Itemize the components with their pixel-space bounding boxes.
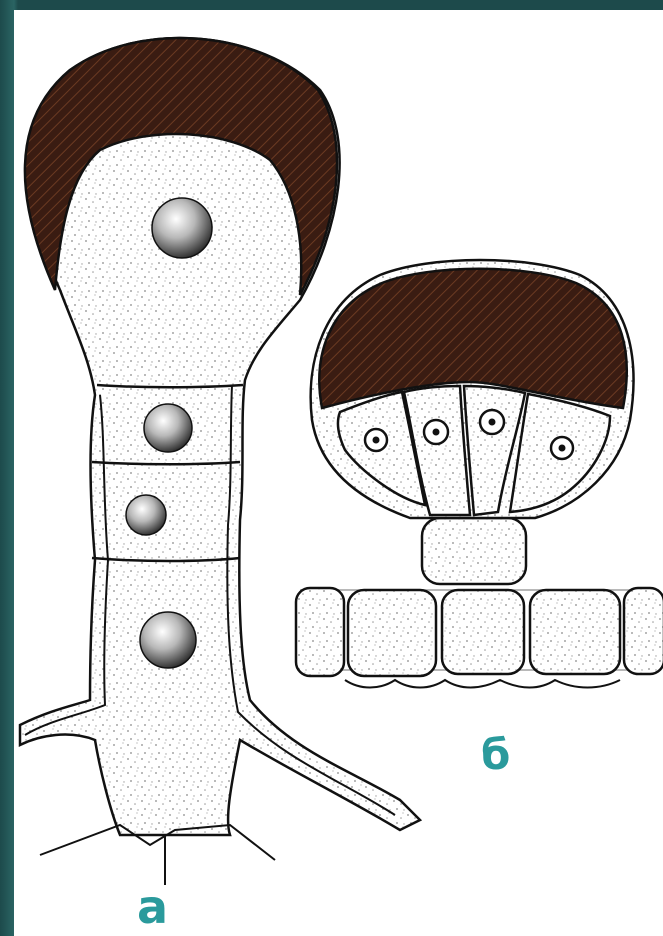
hair-a-nucleus-2	[144, 404, 192, 452]
epidermis-cell-4	[530, 590, 620, 674]
hair-b	[296, 260, 663, 688]
figure-label-a: а	[137, 880, 168, 934]
secretory-nucleolus-4	[559, 445, 566, 452]
epidermis-lower-edge	[345, 680, 620, 688]
secretory-nucleolus-1	[373, 437, 380, 444]
hair-a-nucleus-3	[126, 495, 166, 535]
epidermis-cell-3	[442, 590, 524, 674]
hair-a-nucleus-4	[140, 612, 196, 668]
figure-label-b: б	[481, 730, 510, 779]
epidermis-cell-2	[348, 590, 436, 676]
secretory-nucleolus-2	[433, 429, 440, 436]
hair-a-nucleus-1	[152, 198, 212, 258]
epidermis-cells	[296, 588, 663, 676]
epidermis-cell-5	[624, 588, 663, 674]
epidermis-cell-1	[296, 588, 344, 676]
stalk-cell	[422, 518, 526, 584]
secretory-nucleolus-3	[489, 419, 496, 426]
